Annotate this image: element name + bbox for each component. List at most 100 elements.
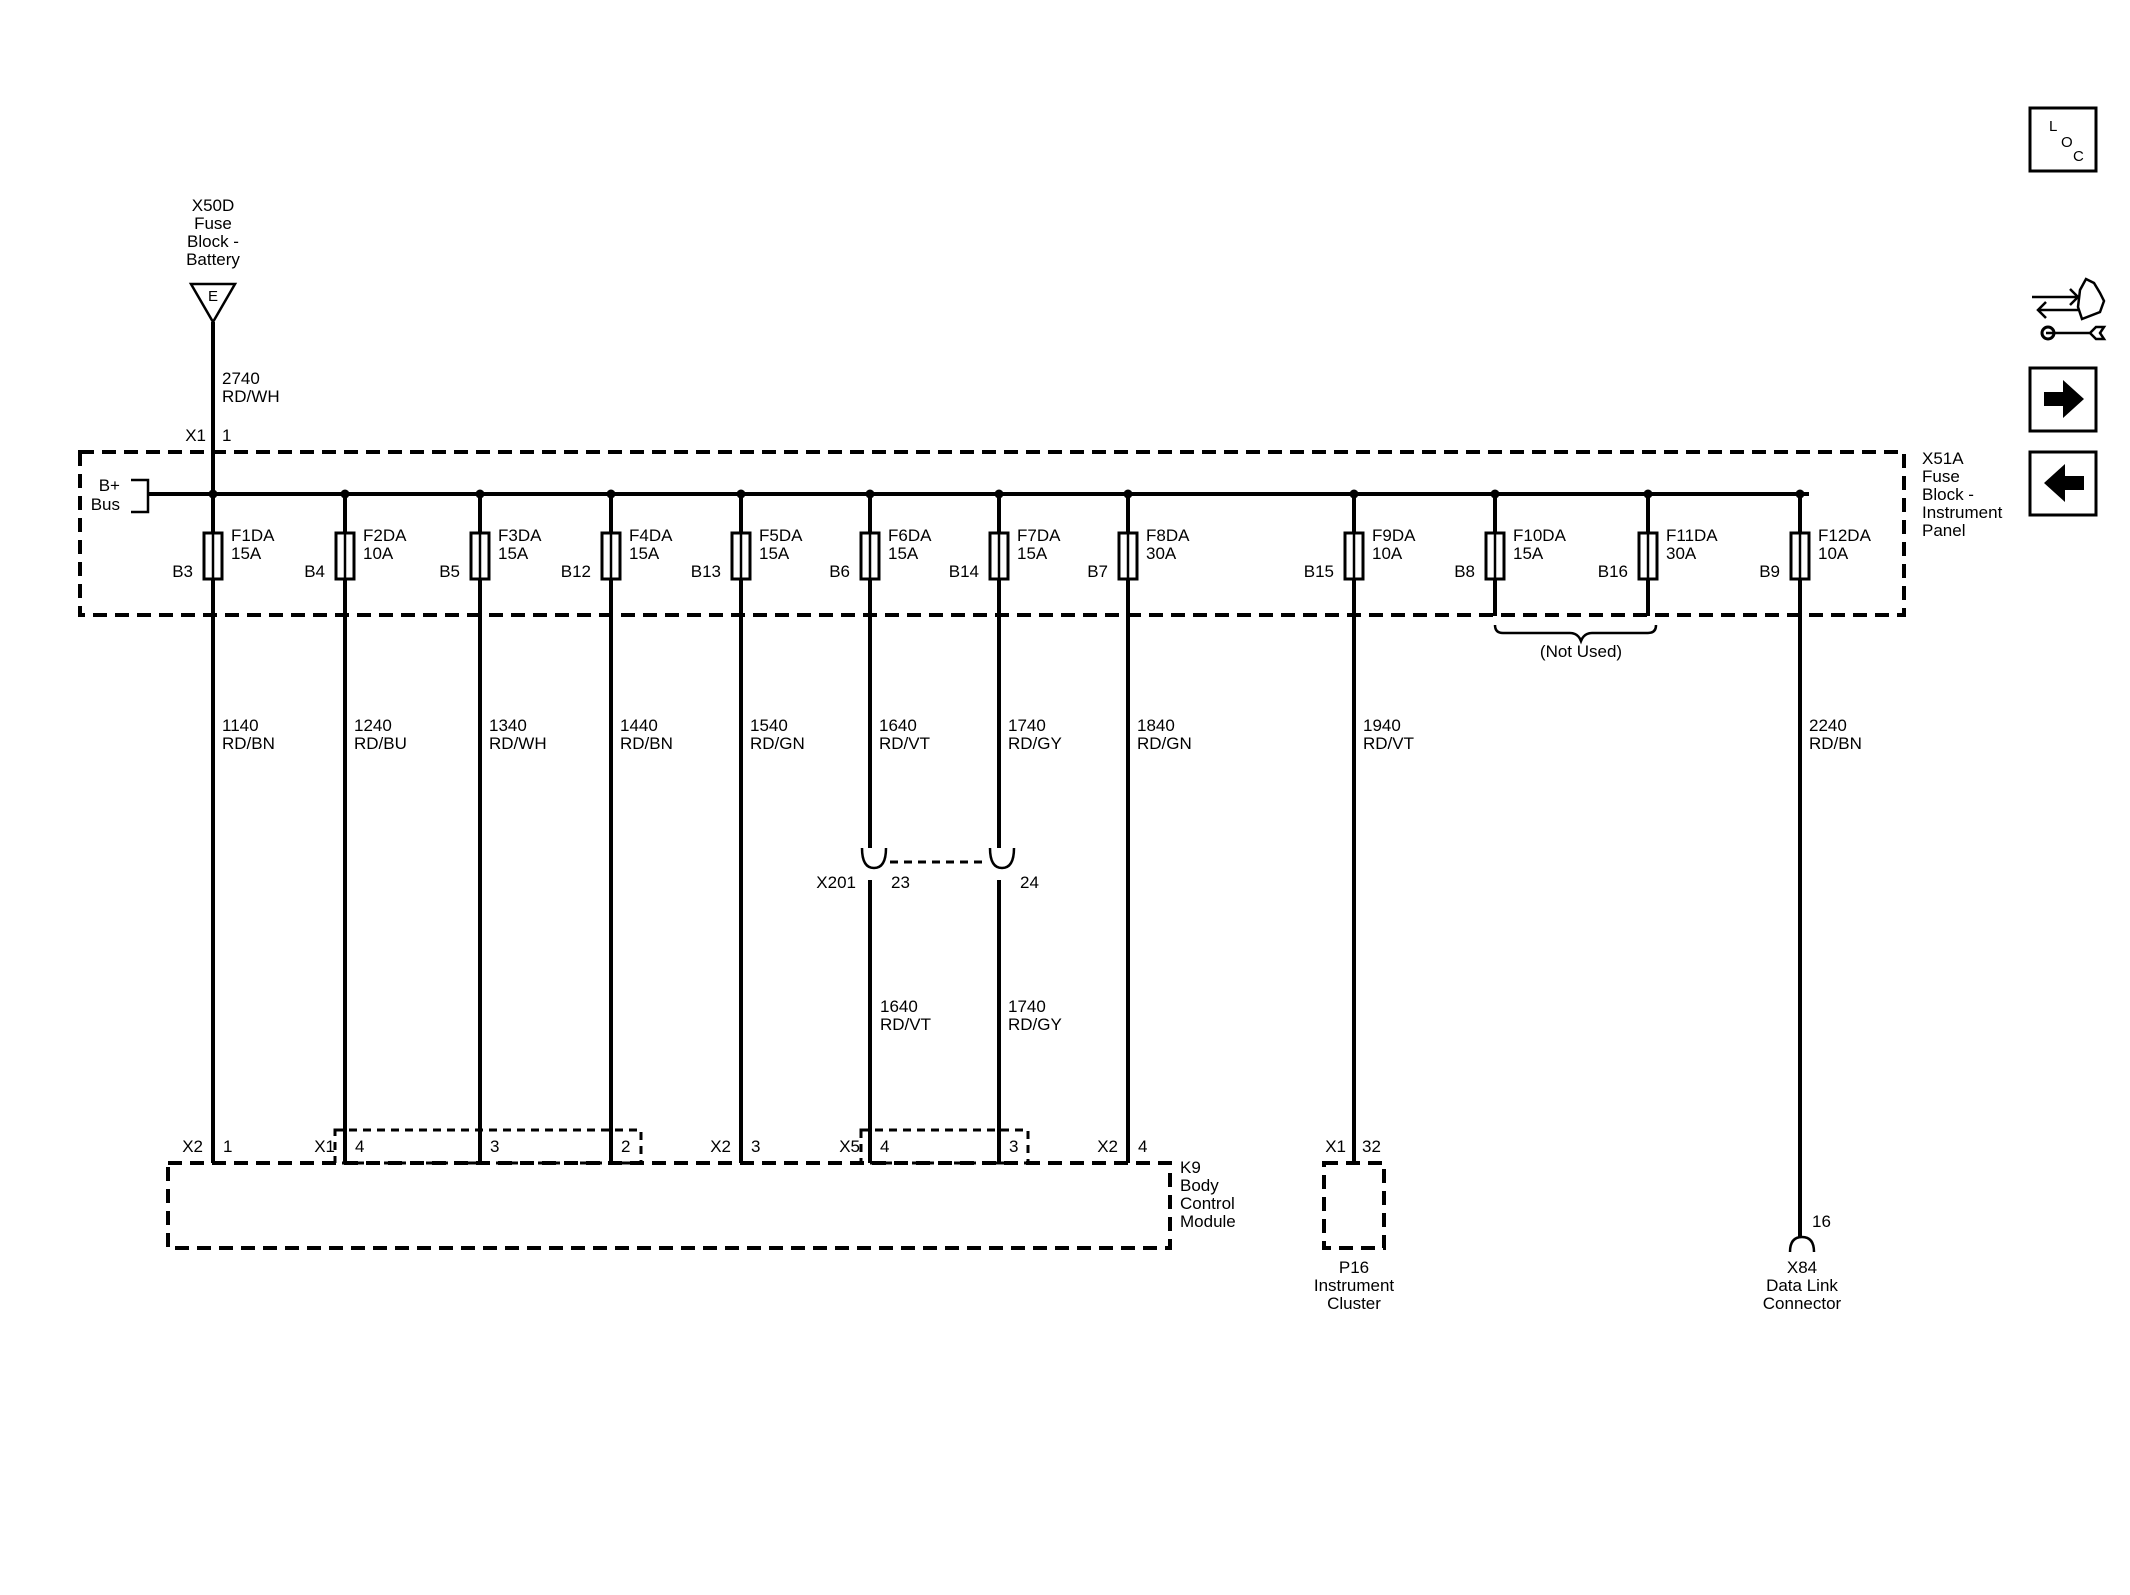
f6da-bus-junction: [865, 489, 875, 499]
x201-lower-wire-2-color: RD/GY: [1008, 1015, 1062, 1034]
bcm-terminal-pin: 3: [490, 1137, 499, 1156]
x201-id: X201: [816, 873, 856, 892]
battery-source-terminal-letter: E: [208, 288, 218, 305]
x201-lower-wire-1-circuit: 1640: [880, 997, 918, 1016]
not-used-bracket: [1493, 624, 1658, 645]
f5da-pin: B13: [691, 562, 721, 581]
f11da-name: F11DA: [1666, 526, 1718, 545]
bcm-terminal-pin: 2: [621, 1137, 630, 1156]
bcm-terminal-pin: 4: [880, 1137, 889, 1156]
battery-fuse-block-name-2: Block -: [187, 232, 239, 251]
f10da-bus-junction: [1490, 489, 1500, 499]
f3da-pin: B5: [439, 562, 460, 581]
f2da-rating: 10A: [363, 544, 394, 563]
f12da-bus-junction: [1795, 489, 1805, 499]
dlc-name-1: Data Link: [1766, 1276, 1838, 1295]
f5da-circuit-color: RD/GN: [750, 734, 805, 753]
cluster-id: P16: [1339, 1258, 1369, 1277]
bcm-terminal-pin: 4: [1138, 1137, 1147, 1156]
f4da-rating: 15A: [629, 544, 660, 563]
ip-fuse-block-name-4: Panel: [1922, 521, 1965, 540]
f8da-circuit-color: RD/GN: [1137, 734, 1192, 753]
f3da-circuit-color: RD/WH: [489, 734, 547, 753]
bcm-connector-x5-outline: [859, 1128, 1030, 1165]
bcm-terminal-pin: 1: [223, 1137, 232, 1156]
bcm-terminal-connector: X1: [314, 1137, 335, 1156]
f4da-pin: B12: [561, 562, 591, 581]
cluster-name-2: Cluster: [1327, 1294, 1381, 1313]
f7da-circuit-number: 1740: [1008, 716, 1046, 735]
f6da-pin: B6: [829, 562, 850, 581]
loc-letter-o: O: [2061, 134, 2073, 151]
x201-pin-24-symbol: [988, 847, 1016, 870]
bcm-id: K9: [1180, 1158, 1201, 1177]
bcm-name-2: Control: [1180, 1194, 1235, 1213]
ip-fuse-block-id: X51A: [1922, 449, 1964, 468]
f5da-rating: 15A: [759, 544, 790, 563]
x201-inline-connector: X201 23 24 1640 RD/VT 1740 RD/GY: [816, 847, 1062, 1034]
arrow-left-icon: [2044, 464, 2084, 502]
x201-pin-23-symbol: [860, 847, 888, 870]
battery-fuse-block-id: X50D: [192, 196, 235, 215]
connector-tools-button[interactable]: [2032, 277, 2107, 341]
feed-wire-circuit: 2740: [222, 369, 260, 388]
f4da-name: F4DA: [629, 526, 673, 545]
cluster-connector: X1: [1325, 1137, 1346, 1156]
loc-button[interactable]: L O C: [2028, 106, 2098, 173]
f9da-circuit-number: 1940: [1363, 716, 1401, 735]
f5da-name: F5DA: [759, 526, 803, 545]
bus-label-2: Bus: [91, 495, 120, 514]
not-used-label: (Not Used): [1540, 642, 1622, 661]
f11da-rating: 30A: [1666, 544, 1697, 563]
f8da-rating: 30A: [1146, 544, 1177, 563]
bus-bracket: [131, 478, 150, 514]
instrument-panel-fuse-block-label: X51A Fuse Block - Instrument Panel: [1922, 449, 2003, 540]
bcm-terminal-pin: 3: [751, 1137, 760, 1156]
feed-wire-color: RD/WH: [222, 387, 280, 406]
x201-pin-23: 23: [891, 873, 910, 892]
f10da-pin: B8: [1454, 562, 1475, 581]
f8da-circuit-number: 1840: [1137, 716, 1175, 735]
f3da-name: F3DA: [498, 526, 542, 545]
dlc-pin-symbol: [1788, 1235, 1816, 1253]
f2da-circuit-number: 1240: [354, 716, 392, 735]
f2da-name: F2DA: [363, 526, 407, 545]
fuse-block-connector: X1: [185, 426, 206, 445]
x201-lower-wire-1-color: RD/VT: [880, 1015, 931, 1034]
previous-page-button[interactable]: [2028, 450, 2098, 517]
f4da-bus-junction: [606, 489, 616, 499]
bcm-terminal-pin: 4: [355, 1137, 364, 1156]
f12da-circuit-number: 2240: [1809, 716, 1847, 735]
f12da-pin: B9: [1759, 562, 1780, 581]
f5da-circuit-number: 1540: [750, 716, 788, 735]
f12da-circuit-color: RD/BN: [1809, 734, 1862, 753]
f1da-bus-junction: [208, 489, 218, 499]
f7da-pin: B14: [949, 562, 979, 581]
f12da-name: F12DA: [1818, 526, 1872, 545]
fuses-layer: F1DA15AB31140RD/BNF2DA10AB41240RD/BUF3DA…: [172, 489, 1872, 1237]
dlc-pin: 16: [1812, 1212, 1831, 1231]
f6da-name: F6DA: [888, 526, 932, 545]
f1da-pin: B3: [172, 562, 193, 581]
f1da-name: F1DA: [231, 526, 275, 545]
ip-fuse-block-name-2: Block -: [1922, 485, 1974, 504]
bcm-name-1: Body: [1180, 1176, 1219, 1195]
f1da-circuit-color: RD/BN: [222, 734, 275, 753]
f9da-bus-junction: [1349, 489, 1359, 499]
f3da-rating: 15A: [498, 544, 529, 563]
f8da-name: F8DA: [1146, 526, 1190, 545]
f9da-name: F9DA: [1372, 526, 1416, 545]
f3da-circuit-number: 1340: [489, 716, 527, 735]
f3da-bus-junction: [475, 489, 485, 499]
ip-fuse-block-name-1: Fuse: [1922, 467, 1960, 486]
bcm-terminal-connector: X2: [710, 1137, 731, 1156]
cluster-name-1: Instrument: [1314, 1276, 1395, 1295]
bcm-terminal-pin: 3: [1009, 1137, 1018, 1156]
ip-fuse-block-name-3: Instrument: [1922, 503, 2003, 522]
loc-letter-l: L: [2049, 118, 2057, 135]
arrow-right-icon: [2044, 380, 2084, 418]
next-page-button[interactable]: [2028, 366, 2098, 433]
battery-source-terminal-symbol: [188, 282, 238, 325]
